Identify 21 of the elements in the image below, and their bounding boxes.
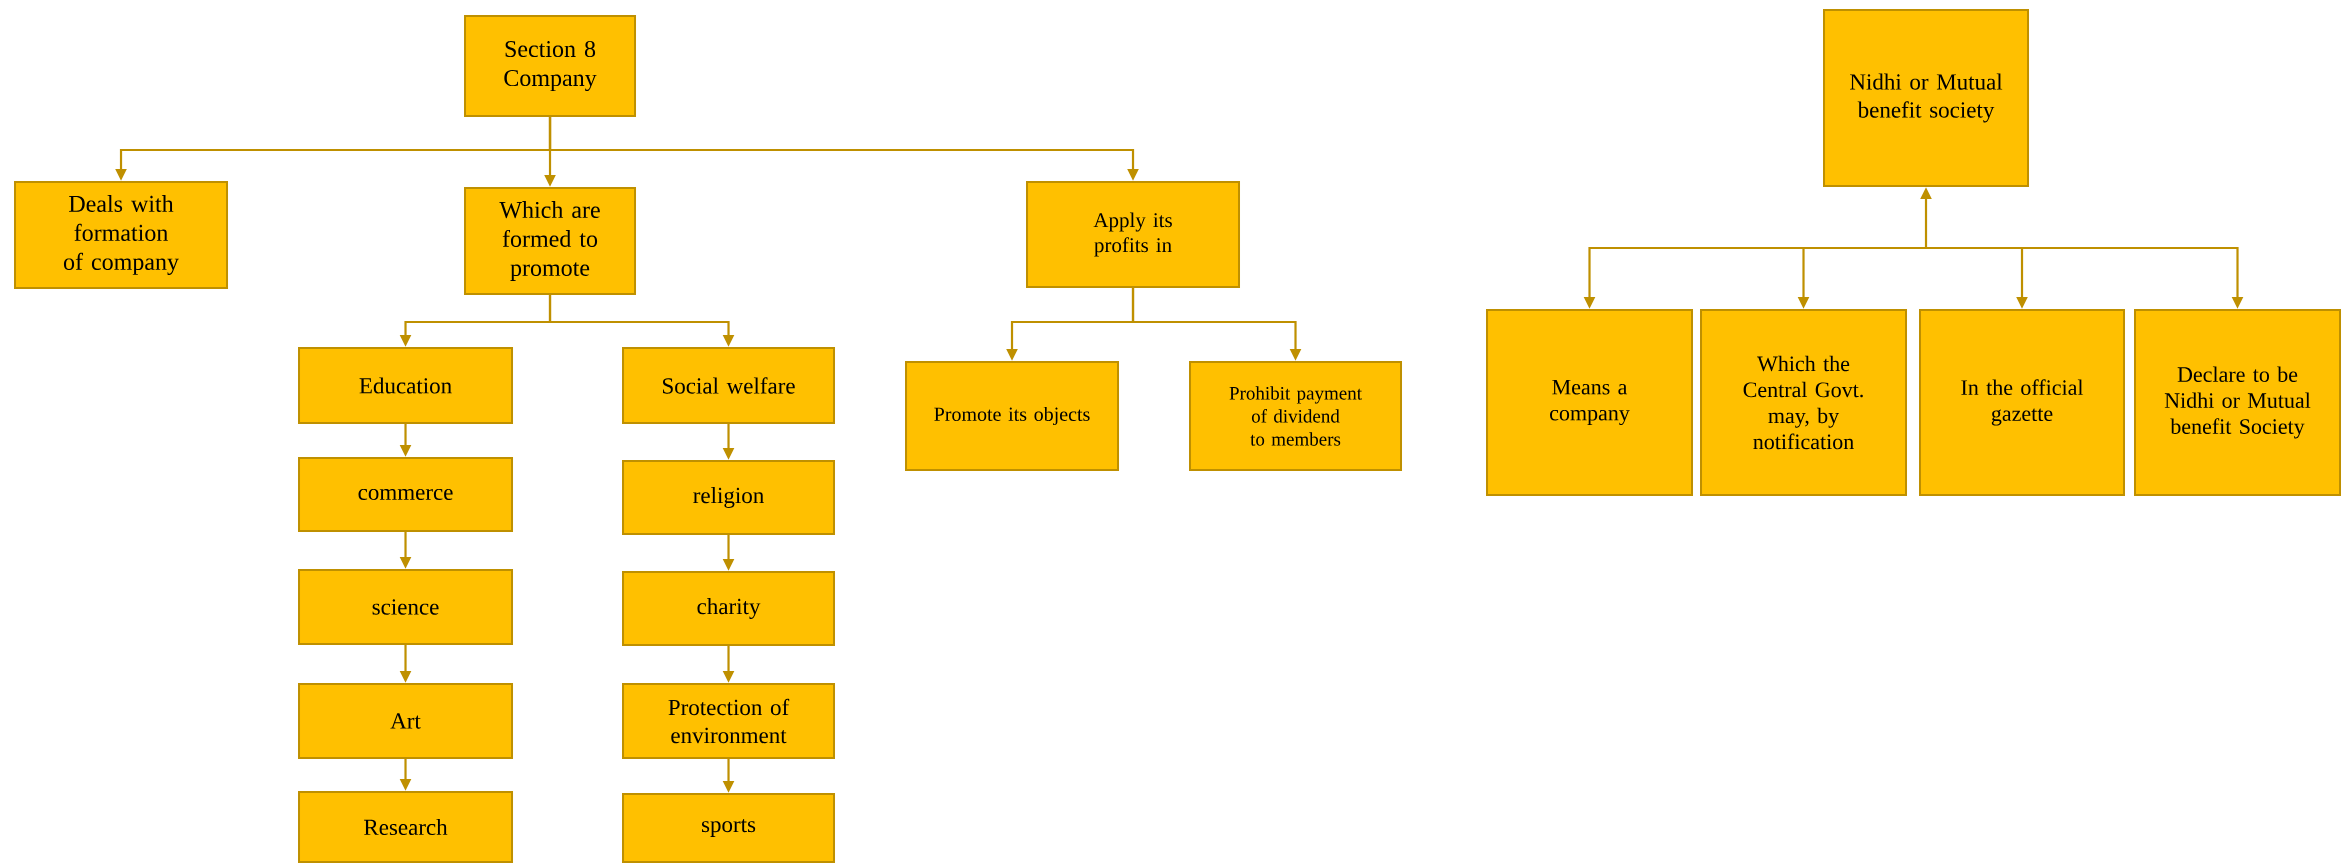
flow-box: religion [622,460,835,535]
flow-box: Protection of environment [622,683,835,759]
flow-box: Which are formed to promote [464,187,636,295]
flow-box: Nidhi or Mutual benefit society [1823,9,2029,187]
flow-box: Deals with formation of company [14,181,228,289]
flow-box: Which the Central Govt. may, by notification [1700,309,1907,496]
flow-box: Promote its objects [905,361,1119,471]
flow-box: In the official gazette [1919,309,2125,496]
flow-box: Means a company [1486,309,1693,496]
flow-box: Section 8 Company [464,15,636,117]
flow-box: Social welfare [622,347,835,424]
flow-box: charity [622,571,835,646]
flow-box: Art [298,683,513,759]
flow-box: commerce [298,457,513,532]
flow-box: Education [298,347,513,424]
flow-box: Prohibit payment of dividend to members [1189,361,1402,471]
flow-box: Declare to be Nidhi or Mutual benefit Society [2134,309,2341,496]
flow-box: Research [298,791,513,863]
flow-box: Apply its profits in [1026,181,1240,288]
flow-box: sports [622,793,835,863]
flow-box: science [298,569,513,645]
